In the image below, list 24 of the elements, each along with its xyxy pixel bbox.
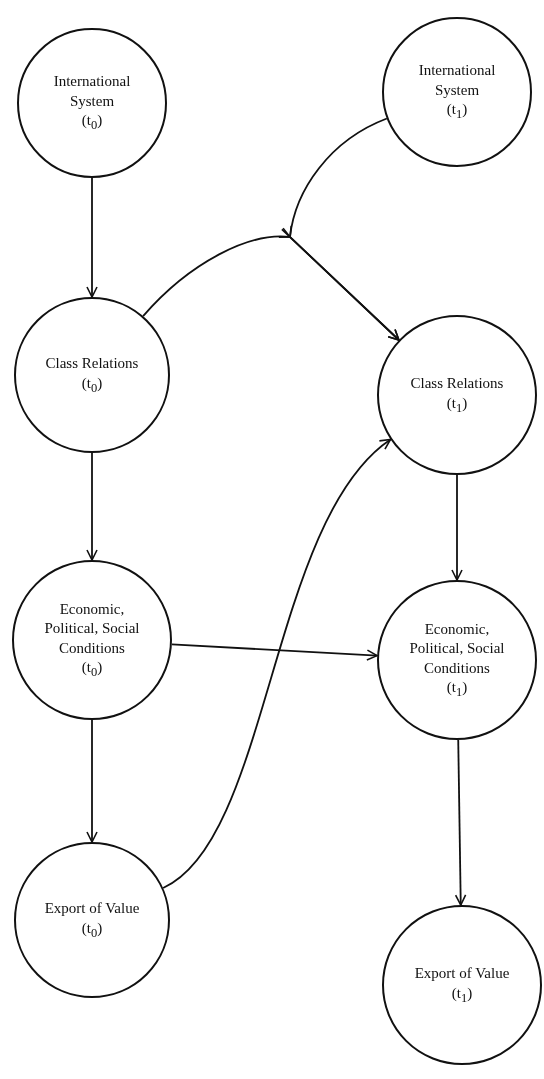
arrow xyxy=(451,474,463,581)
arrow xyxy=(454,739,467,906)
arrow xyxy=(162,438,392,889)
arrow xyxy=(86,452,98,561)
node-label: Class Relations xyxy=(44,354,140,374)
node-label: (t$_{0}$) xyxy=(80,658,104,681)
node-label: (t$_{0}$) xyxy=(80,111,104,134)
arrow xyxy=(142,227,400,341)
node-label: Economic, Political, Social Conditions xyxy=(43,599,141,658)
node-label: International System xyxy=(417,61,497,100)
node-label: Economic, Political, Social Conditions xyxy=(408,619,506,678)
node-label: Class Relations xyxy=(409,374,505,394)
node-label: (t$_{1}$) xyxy=(445,393,469,416)
node-label: (t$_{1}$) xyxy=(445,678,469,701)
node-label: Export of Value xyxy=(43,899,141,919)
node-label: (t$_{0}$) xyxy=(80,373,104,396)
arrow xyxy=(86,177,98,298)
node-label: (t$_{1}$) xyxy=(450,983,474,1006)
node-label: Export of Value xyxy=(413,964,511,984)
arrow xyxy=(86,719,98,843)
arrow xyxy=(171,643,378,661)
node-label: (t$_{0}$) xyxy=(80,918,104,941)
node-label: International System xyxy=(52,72,132,111)
node-label: (t$_{1}$) xyxy=(445,100,469,123)
